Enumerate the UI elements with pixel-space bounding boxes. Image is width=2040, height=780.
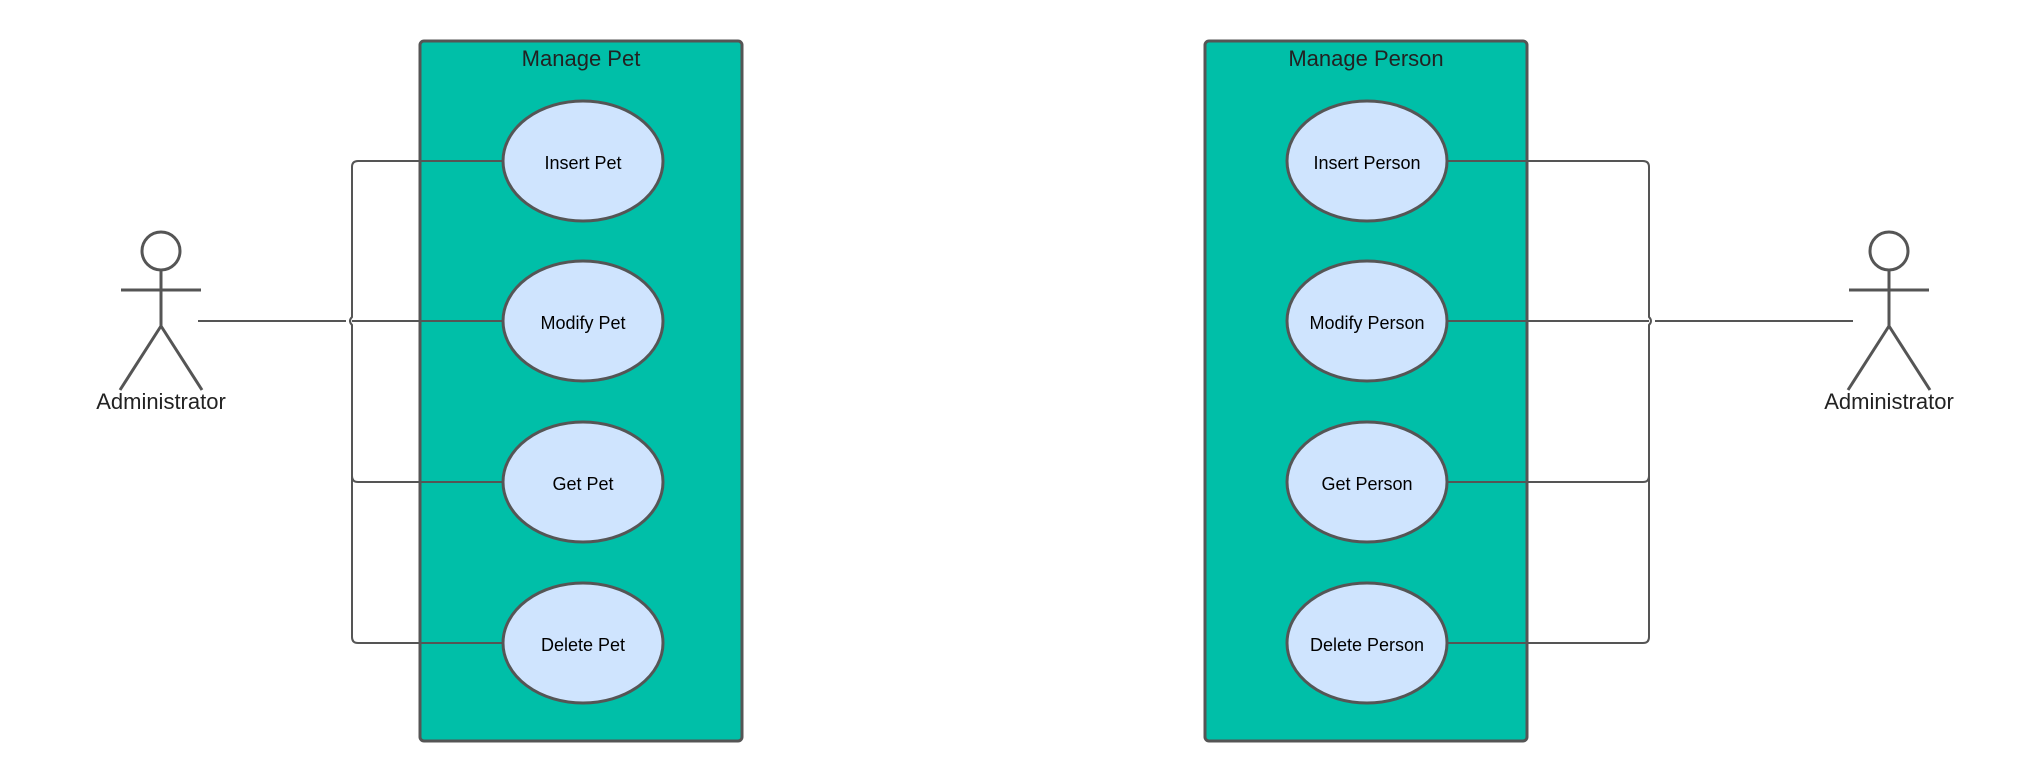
use-case-label: Get Person — [1321, 474, 1412, 494]
connector-get-pet — [351, 475, 503, 483]
actor-right: Administrator — [1824, 230, 1954, 414]
use-case-label: Get Pet — [552, 474, 613, 494]
use-case-label: Insert Pet — [544, 153, 621, 173]
actor-stick-figure-icon — [1846, 230, 1932, 391]
use-case-modify-person[interactable]: Modify Person — [1285, 259, 1449, 383]
use-case-insert-person[interactable]: Insert Person — [1285, 99, 1449, 223]
use-case-label: Modify Pet — [540, 313, 625, 333]
system-title-manage-pet: Manage Pet — [522, 46, 641, 71]
system-boundary-manage-pet — [418, 39, 744, 743]
use-case-label: Delete Pet — [541, 635, 625, 655]
actor-stick-figure-icon — [118, 230, 204, 391]
actor-label: Administrator — [1824, 389, 1954, 414]
actor-label: Administrator — [96, 389, 226, 414]
use-case-delete-pet[interactable]: Delete Pet — [501, 581, 665, 705]
use-case-get-person[interactable]: Get Person — [1285, 420, 1449, 544]
actor-left: Administrator — [96, 230, 226, 414]
use-case-get-pet[interactable]: Get Pet — [501, 420, 665, 544]
use-case-label: Modify Person — [1309, 313, 1424, 333]
connector-vertical-right — [1446, 160, 1652, 644]
use-case-delete-person[interactable]: Delete Person — [1285, 581, 1449, 705]
connector-vertical-left — [349, 160, 503, 644]
use-case-label: Delete Person — [1310, 635, 1424, 655]
use-case-label: Insert Person — [1313, 153, 1420, 173]
use-case-insert-pet[interactable]: Insert Pet — [501, 99, 665, 223]
system-title-manage-person: Manage Person — [1288, 46, 1443, 71]
use-case-modify-pet[interactable]: Modify Pet — [501, 259, 665, 383]
connector-get-person — [1446, 475, 1650, 483]
system-boundary-manage-person — [1203, 39, 1529, 743]
